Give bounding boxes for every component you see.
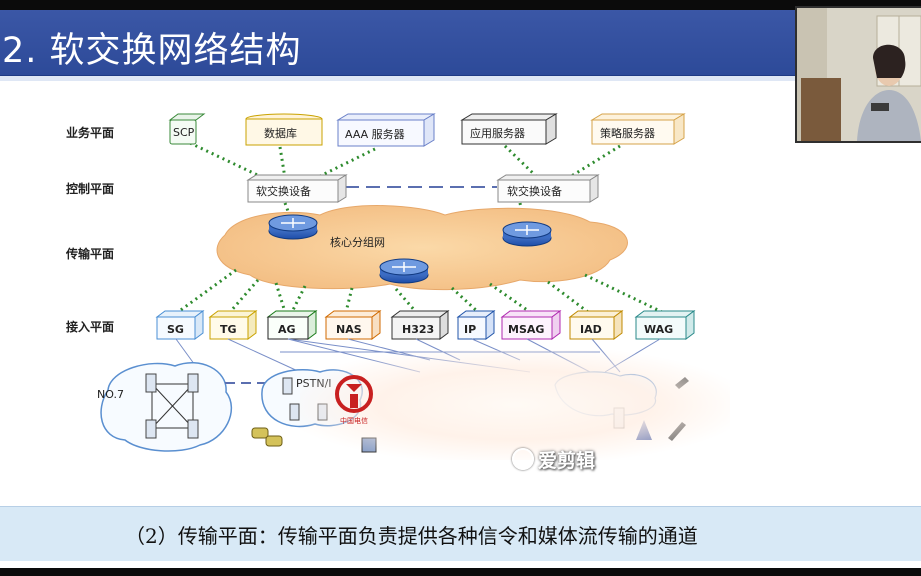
presenter-video-frame: [797, 8, 921, 141]
antenna-icon: [636, 420, 652, 440]
router-icon: [502, 221, 552, 247]
plane-label-access: 接入平面: [66, 319, 114, 334]
watermark-app-name: 爱剪辑: [512, 446, 595, 473]
access-box-sg: SG: [155, 310, 205, 340]
svg-text:NAS: NAS: [336, 323, 362, 336]
svg-text:TG: TG: [220, 323, 237, 336]
caption-bar: （2）传输平面：传输平面负责提供各种信令和媒体流传输的通道: [0, 506, 921, 561]
mobile-phone-icon: [668, 422, 686, 441]
svg-text:IP: IP: [464, 323, 476, 336]
svg-text:SG: SG: [167, 323, 184, 336]
svg-text:WAG: WAG: [644, 323, 673, 336]
service-box-app-server: 应用服务器: [460, 113, 558, 145]
control-box-softswitch-left: 软交换设备: [246, 174, 348, 203]
slide-title: 2. 软交换网络结构: [2, 31, 302, 71]
pstn-label: PSTN/I: [296, 377, 332, 390]
access-box-ip: IP: [456, 310, 496, 340]
base-station-icon: [613, 407, 625, 429]
service-control-links: [189, 141, 621, 223]
watermark-logo: 中国电信: [335, 375, 373, 425]
control-box-softswitch-right: 软交换设备: [496, 174, 600, 203]
access-box-wag: WAG: [634, 310, 696, 340]
plane-label-service: 业务平面: [66, 125, 114, 140]
svg-text:软交换设备: 软交换设备: [256, 184, 311, 198]
mobile-phone-icon: [675, 377, 689, 389]
logo-caption: 中国电信: [340, 416, 368, 425]
transport-access-links: [177, 268, 663, 314]
railway-logo-icon: [335, 375, 373, 413]
service-box-aaa-server: AAA 服务器: [336, 113, 436, 147]
router-icon: [379, 258, 429, 284]
svg-text:H323: H323: [402, 323, 434, 336]
aijianji-logo-icon: [512, 448, 534, 470]
svg-text:AG: AG: [278, 323, 296, 336]
pc-icon: [361, 437, 377, 453]
router-icon: [268, 214, 318, 240]
telephone-icon: [251, 427, 283, 447]
service-box-policy-server: 策略服务器: [590, 113, 686, 145]
presenter-webcam: [795, 6, 921, 143]
service-box-database: 数据库: [245, 113, 323, 146]
access-box-h323: H323: [390, 310, 450, 340]
access-box-msag: MSAG: [500, 310, 562, 340]
svg-text:AAA 服务器: AAA 服务器: [345, 128, 405, 141]
access-lower-links: [175, 338, 661, 373]
stp-node-icons: [145, 373, 199, 439]
svg-text:策略服务器: 策略服务器: [600, 126, 655, 140]
svg-text:SCP: SCP: [173, 126, 195, 139]
no7-network-cloud: [100, 361, 233, 452]
plane-label-control: 控制平面: [66, 181, 114, 196]
no7-label: NO.7: [97, 388, 124, 401]
access-box-nas: NAS: [324, 310, 382, 340]
svg-text:数据库: 数据库: [264, 126, 297, 140]
access-box-ag: AG: [266, 310, 318, 340]
svg-text:应用服务器: 应用服务器: [470, 126, 525, 140]
plane-label-transport: 传输平面: [65, 246, 114, 261]
caption-text: （2）传输平面：传输平面负责提供各种信令和媒体流传输的通道: [125, 524, 698, 548]
service-box-scp: SCP: [168, 113, 206, 145]
title-underline: [0, 76, 921, 81]
core-network-label: 核心分组网: [330, 235, 385, 249]
svg-text:IAD: IAD: [580, 323, 602, 336]
access-box-iad: IAD: [568, 310, 624, 340]
svg-text:MSAG: MSAG: [508, 323, 544, 336]
svg-text:软交换设备: 软交换设备: [507, 184, 562, 198]
wireless-network-cloud: [554, 371, 657, 417]
access-box-tg: TG: [208, 310, 258, 340]
